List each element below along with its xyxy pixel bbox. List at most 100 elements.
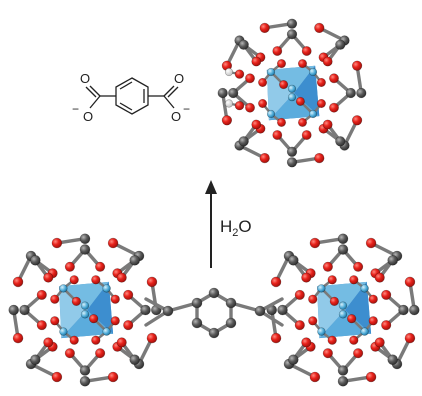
carbon-atom [238, 136, 249, 147]
carbon-atom [335, 39, 346, 50]
oxygen-atom [251, 56, 262, 67]
linker-oxygen-top-right: O [174, 71, 184, 86]
oxygen-atom [349, 335, 359, 345]
oxygen-atom [110, 294, 120, 304]
oxygen-atom [107, 371, 119, 383]
oxygen-atom [272, 130, 283, 140]
carbon-atom [286, 29, 298, 40]
carbon-atom [337, 376, 349, 387]
oxygen-atom [322, 348, 333, 359]
oxygen-atom [276, 59, 286, 69]
zr6-cluster-top [217, 18, 367, 168]
linker-oxygen-bottom-left: O [83, 109, 93, 124]
oxygen-atom [91, 275, 101, 285]
carbon-atom [286, 18, 298, 29]
linker-minus-left: − [72, 102, 79, 116]
zr6-face [266, 65, 316, 93]
oxygen-atom [347, 314, 357, 324]
carbon-atom [19, 304, 30, 316]
carbon-atom [79, 244, 91, 255]
oxygen-atom [329, 73, 339, 84]
oxygen-atom [43, 272, 54, 283]
zirconium-atom [317, 284, 326, 293]
oxygen-atom [221, 115, 233, 126]
oxygen-atom [146, 332, 158, 344]
oxygen-atom [116, 272, 127, 283]
oxygen-atom [404, 332, 416, 344]
oxygen-atom [301, 272, 312, 283]
oxygen-atom [353, 348, 364, 359]
oxygen-atom [259, 22, 270, 34]
oxygen-atom [301, 130, 312, 140]
oxygen-atom [50, 294, 60, 304]
zirconium-atom [266, 67, 276, 77]
oxygen-atom [234, 100, 245, 111]
carbon-atom [129, 354, 140, 365]
oxygen-atom [308, 294, 318, 304]
carbon-atom [337, 233, 349, 244]
carbon-atom [208, 327, 220, 339]
linker-bond [229, 301, 262, 313]
zr6-face [319, 310, 372, 339]
reaction-label-subscript: 2 [232, 227, 238, 239]
oxygen-atom [270, 276, 282, 288]
zirconium-atom [80, 301, 90, 310]
oxygen-atom [301, 337, 312, 348]
zirconium-atom [317, 327, 326, 336]
oxygen-atom [327, 275, 337, 285]
linker-oxygen-top-left: O [80, 71, 90, 86]
oxygen-atom [351, 60, 363, 71]
carbon-atom [337, 244, 349, 255]
zr6-face [317, 281, 367, 310]
oxygen-atom [295, 96, 305, 106]
oxygen-atom [279, 80, 289, 90]
oxygen-atom [314, 152, 325, 164]
carbon-atom [335, 136, 346, 147]
carbon-atom [208, 287, 220, 299]
oxygen-atom [351, 115, 363, 126]
oxygen-atom [297, 59, 307, 69]
bridging-linker [144, 287, 284, 339]
carbon-atom [409, 304, 420, 316]
oxygen-atom [329, 102, 339, 113]
zirconium-atom [266, 109, 276, 119]
linker-minus-right: − [183, 102, 190, 116]
oxygen-atom [374, 272, 385, 283]
carbon-atom [8, 304, 19, 316]
linker-bond [166, 301, 199, 313]
zr6-face [294, 65, 320, 117]
oxygen-atom [301, 46, 312, 56]
oxygen-atom [51, 371, 63, 383]
oxygen-atom [308, 316, 318, 326]
oxygen-atom [329, 296, 339, 306]
zirconium-atom [308, 67, 318, 77]
oxygen-atom [36, 320, 47, 331]
oxygen-atom [309, 237, 321, 249]
oxygen-atom [381, 289, 392, 300]
zr6-face [317, 286, 346, 339]
oxygen-atom [270, 332, 282, 344]
hydrogen-atom [224, 67, 234, 77]
oxygen-atom [123, 289, 134, 300]
oxygen-atom [110, 316, 120, 326]
carbon-atom [225, 297, 237, 309]
oxygen-atom [365, 237, 377, 249]
zr6-face [345, 281, 372, 334]
carbon-atom [387, 255, 398, 266]
oxygen-atom [12, 276, 24, 288]
oxygen-atom [322, 119, 333, 130]
carbon-atom [79, 376, 91, 387]
zr6-face [59, 286, 88, 339]
oxygen-atom [71, 296, 81, 306]
carbon-atom [79, 233, 91, 244]
oxygen-atom [368, 294, 378, 304]
oxygen-atom [322, 261, 333, 272]
oxygen-atom [272, 46, 283, 56]
oxygen-atom [123, 320, 134, 331]
carbon-atom [277, 304, 288, 316]
oxygen-atom [12, 332, 24, 344]
oxygen-atom [327, 335, 337, 345]
oxygen-atom [381, 320, 392, 331]
terephthalate-structure [85, 77, 179, 115]
